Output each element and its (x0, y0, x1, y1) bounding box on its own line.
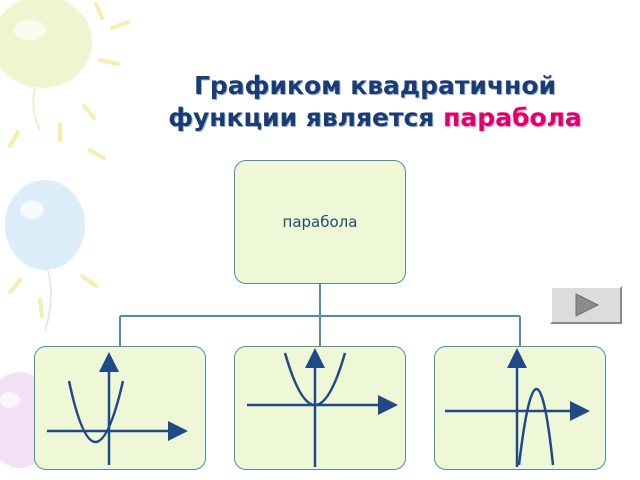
child-node-right (434, 346, 606, 470)
child-node-left (34, 346, 206, 470)
play-right-icon (552, 288, 620, 322)
parabola-curve (519, 389, 553, 465)
root-node: парабола (234, 160, 406, 284)
child-node-middle (234, 346, 406, 470)
next-slide-button[interactable] (550, 286, 622, 324)
parabola-curve (69, 381, 123, 442)
graph-downward-parabola-shifted-right (435, 347, 607, 471)
graph-upward-parabola-shifted-left (35, 347, 207, 471)
graph-upward-parabola-centered (235, 347, 407, 471)
root-node-label: парабола (235, 213, 405, 231)
